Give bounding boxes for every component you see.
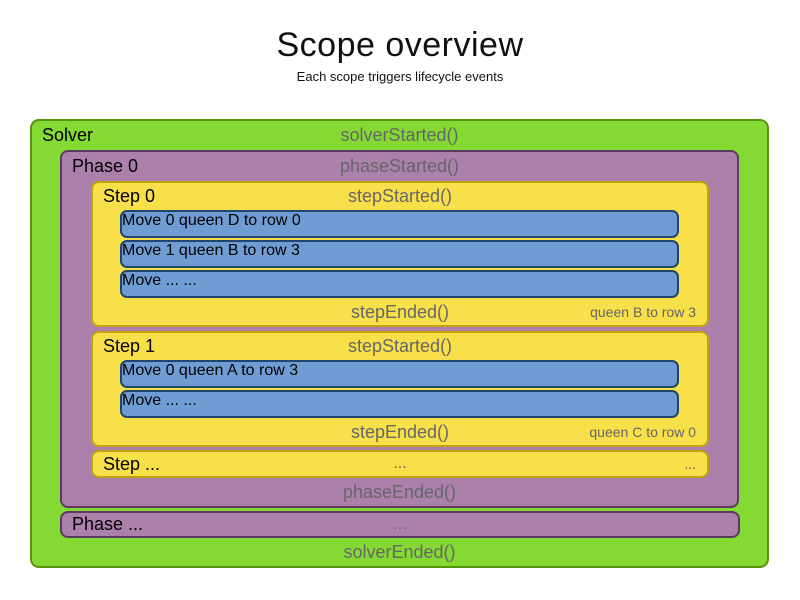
step0-header-row: Step 0 stepStarted() bbox=[93, 183, 707, 210]
step1-label: Step 1 bbox=[103, 336, 156, 356]
phase0-footer-row: phaseEnded() bbox=[62, 478, 737, 506]
move-note: queen D to row 0 bbox=[178, 212, 301, 229]
step0-ended-event: stepEnded() bbox=[350, 301, 450, 322]
phase-ended-event: phaseEnded() bbox=[342, 481, 457, 502]
step0-ended-note: queen B to row 3 bbox=[590, 304, 696, 320]
step0-move0-box: Move 0 queen D to row 0 bbox=[120, 210, 679, 238]
step0-scope-box: Step 0 stepStarted() Move 0 queen D to r… bbox=[91, 181, 709, 327]
phase-started-event: phaseStarted() bbox=[339, 156, 460, 176]
step0-label: Step 0 bbox=[103, 186, 156, 206]
step-more-row: Step ... ... ... bbox=[93, 452, 707, 476]
step1-ended-note: queen C to row 0 bbox=[589, 424, 696, 440]
step-more-center-ellipsis: ... bbox=[393, 455, 407, 472]
step1-move-more-box: Move ... ... bbox=[120, 390, 679, 418]
step0-started-event: stepStarted() bbox=[347, 186, 453, 206]
page-subtitle: Each scope triggers lifecycle events bbox=[296, 69, 504, 84]
step1-header-row: Step 1 stepStarted() bbox=[93, 333, 707, 360]
step-more-scope-box: Step ... ... ... bbox=[91, 450, 709, 478]
step1-scope-box: Step 1 stepStarted() Move 0 queen A to r… bbox=[91, 331, 709, 447]
step0-move-more-box: Move ... ... bbox=[120, 270, 679, 298]
phase0-label: Phase 0 bbox=[72, 156, 139, 176]
solver-header-row: Solver solverStarted() bbox=[32, 121, 767, 150]
move-label: Move ... bbox=[122, 272, 179, 289]
solver-ended-event: solverEnded() bbox=[343, 542, 456, 562]
solver-label: Solver bbox=[42, 125, 94, 145]
move-note: queen A to row 3 bbox=[178, 362, 299, 379]
move-note: ... bbox=[183, 392, 197, 409]
move-label: Move 0 bbox=[122, 362, 175, 379]
page-title: Scope overview bbox=[276, 26, 524, 64]
phase0-scope-box: Phase 0 phaseStarted() Step 0 stepStarte… bbox=[60, 150, 739, 508]
step0-move1-box: Move 1 queen B to row 3 bbox=[120, 240, 679, 268]
step1-started-event: stepStarted() bbox=[347, 336, 453, 356]
step1-ended-event: stepEnded() bbox=[350, 421, 450, 442]
step1-move0-box: Move 0 queen A to row 3 bbox=[120, 360, 679, 388]
move-label: Move 1 bbox=[122, 242, 175, 259]
phase-more-center-ellipsis: ... bbox=[393, 515, 407, 533]
phase-more-label: Phase ... bbox=[72, 514, 144, 534]
phase-more-row: Phase ... ... bbox=[62, 513, 738, 536]
move-note: queen B to row 3 bbox=[178, 242, 300, 259]
step-more-label: Step ... bbox=[103, 453, 161, 474]
phase0-header-row: Phase 0 phaseStarted() bbox=[62, 152, 737, 181]
phase-more-scope-box: Phase ... ... bbox=[60, 511, 740, 538]
solver-scope-box: Solver solverStarted() Phase 0 phaseStar… bbox=[30, 119, 769, 568]
solver-started-event: solverStarted() bbox=[340, 125, 459, 145]
step0-footer-row: stepEnded() queen B to row 3 bbox=[93, 299, 707, 325]
solver-footer-row: solverEnded() bbox=[32, 539, 767, 566]
move-label: Move ... bbox=[122, 392, 179, 409]
move-note: ... bbox=[183, 272, 197, 289]
step1-footer-row: stepEnded() queen C to row 0 bbox=[93, 419, 707, 445]
step-more-right-ellipsis: ... bbox=[684, 456, 696, 472]
move-label: Move 0 bbox=[122, 212, 175, 229]
